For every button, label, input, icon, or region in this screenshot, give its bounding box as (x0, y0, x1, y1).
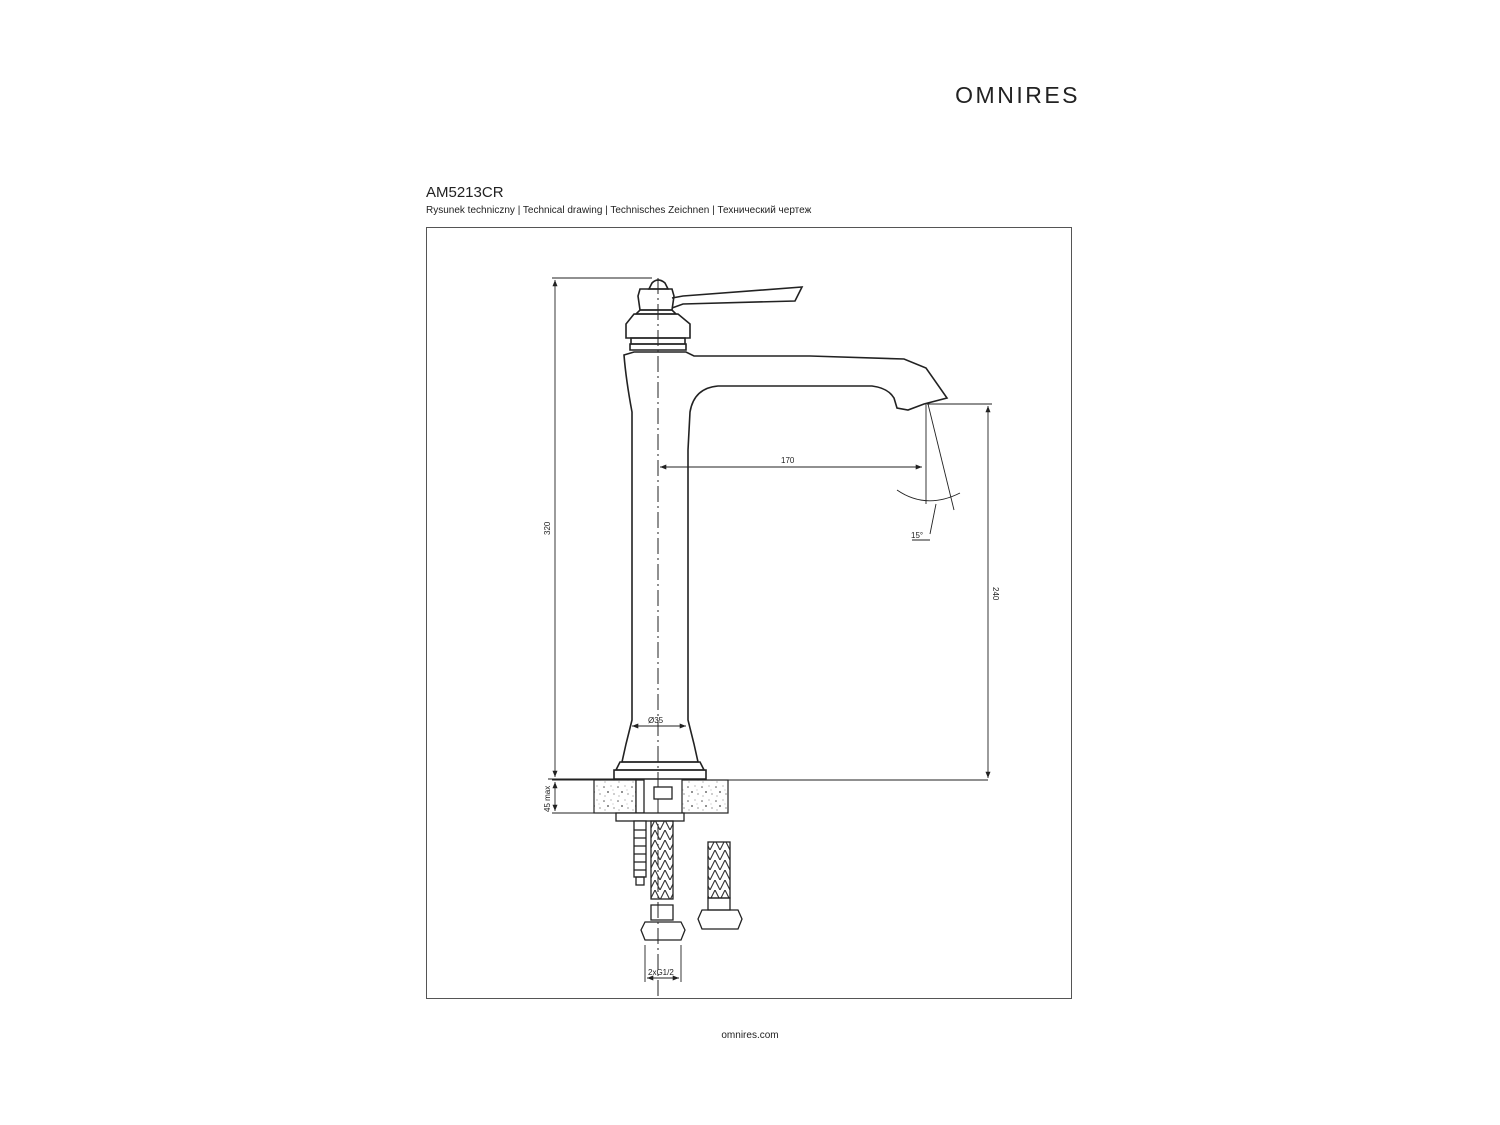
base-ring (614, 761, 706, 771)
faucet-body (621, 351, 949, 763)
handle-lever (671, 286, 804, 309)
dim-counter-thickness: 45 max (543, 786, 552, 812)
hose-nut (640, 921, 686, 941)
brand-logo: OMNIRES (955, 82, 1080, 108)
footer-website[interactable]: omnires.com (721, 1030, 779, 1041)
handle-hub (637, 288, 675, 311)
supply-hose (650, 820, 674, 900)
dimension-lines (548, 277, 992, 982)
dim-swivel-angle: 15° (911, 531, 923, 540)
hose-nut-detached (697, 909, 743, 930)
dim-outlet-height: 240 (991, 587, 1000, 601)
dim-total-height: 320 (543, 521, 552, 535)
model-number: AM5213CR (426, 184, 504, 201)
dim-spout-reach: 170 (781, 456, 795, 465)
drawing-subtitle: Rysunek techniczny | Technical drawing |… (426, 205, 812, 216)
drawing-frame (426, 227, 1072, 999)
dim-base-diameter: Ø35 (648, 716, 664, 725)
mounting-hardware (615, 779, 743, 941)
countertop-section (552, 779, 988, 814)
supply-hose-detached (707, 841, 731, 899)
faucet-outline (613, 279, 949, 780)
handle-cap (647, 279, 670, 290)
cartridge-nut (625, 313, 691, 339)
dim-connections: 2xG1/2 (648, 968, 674, 977)
